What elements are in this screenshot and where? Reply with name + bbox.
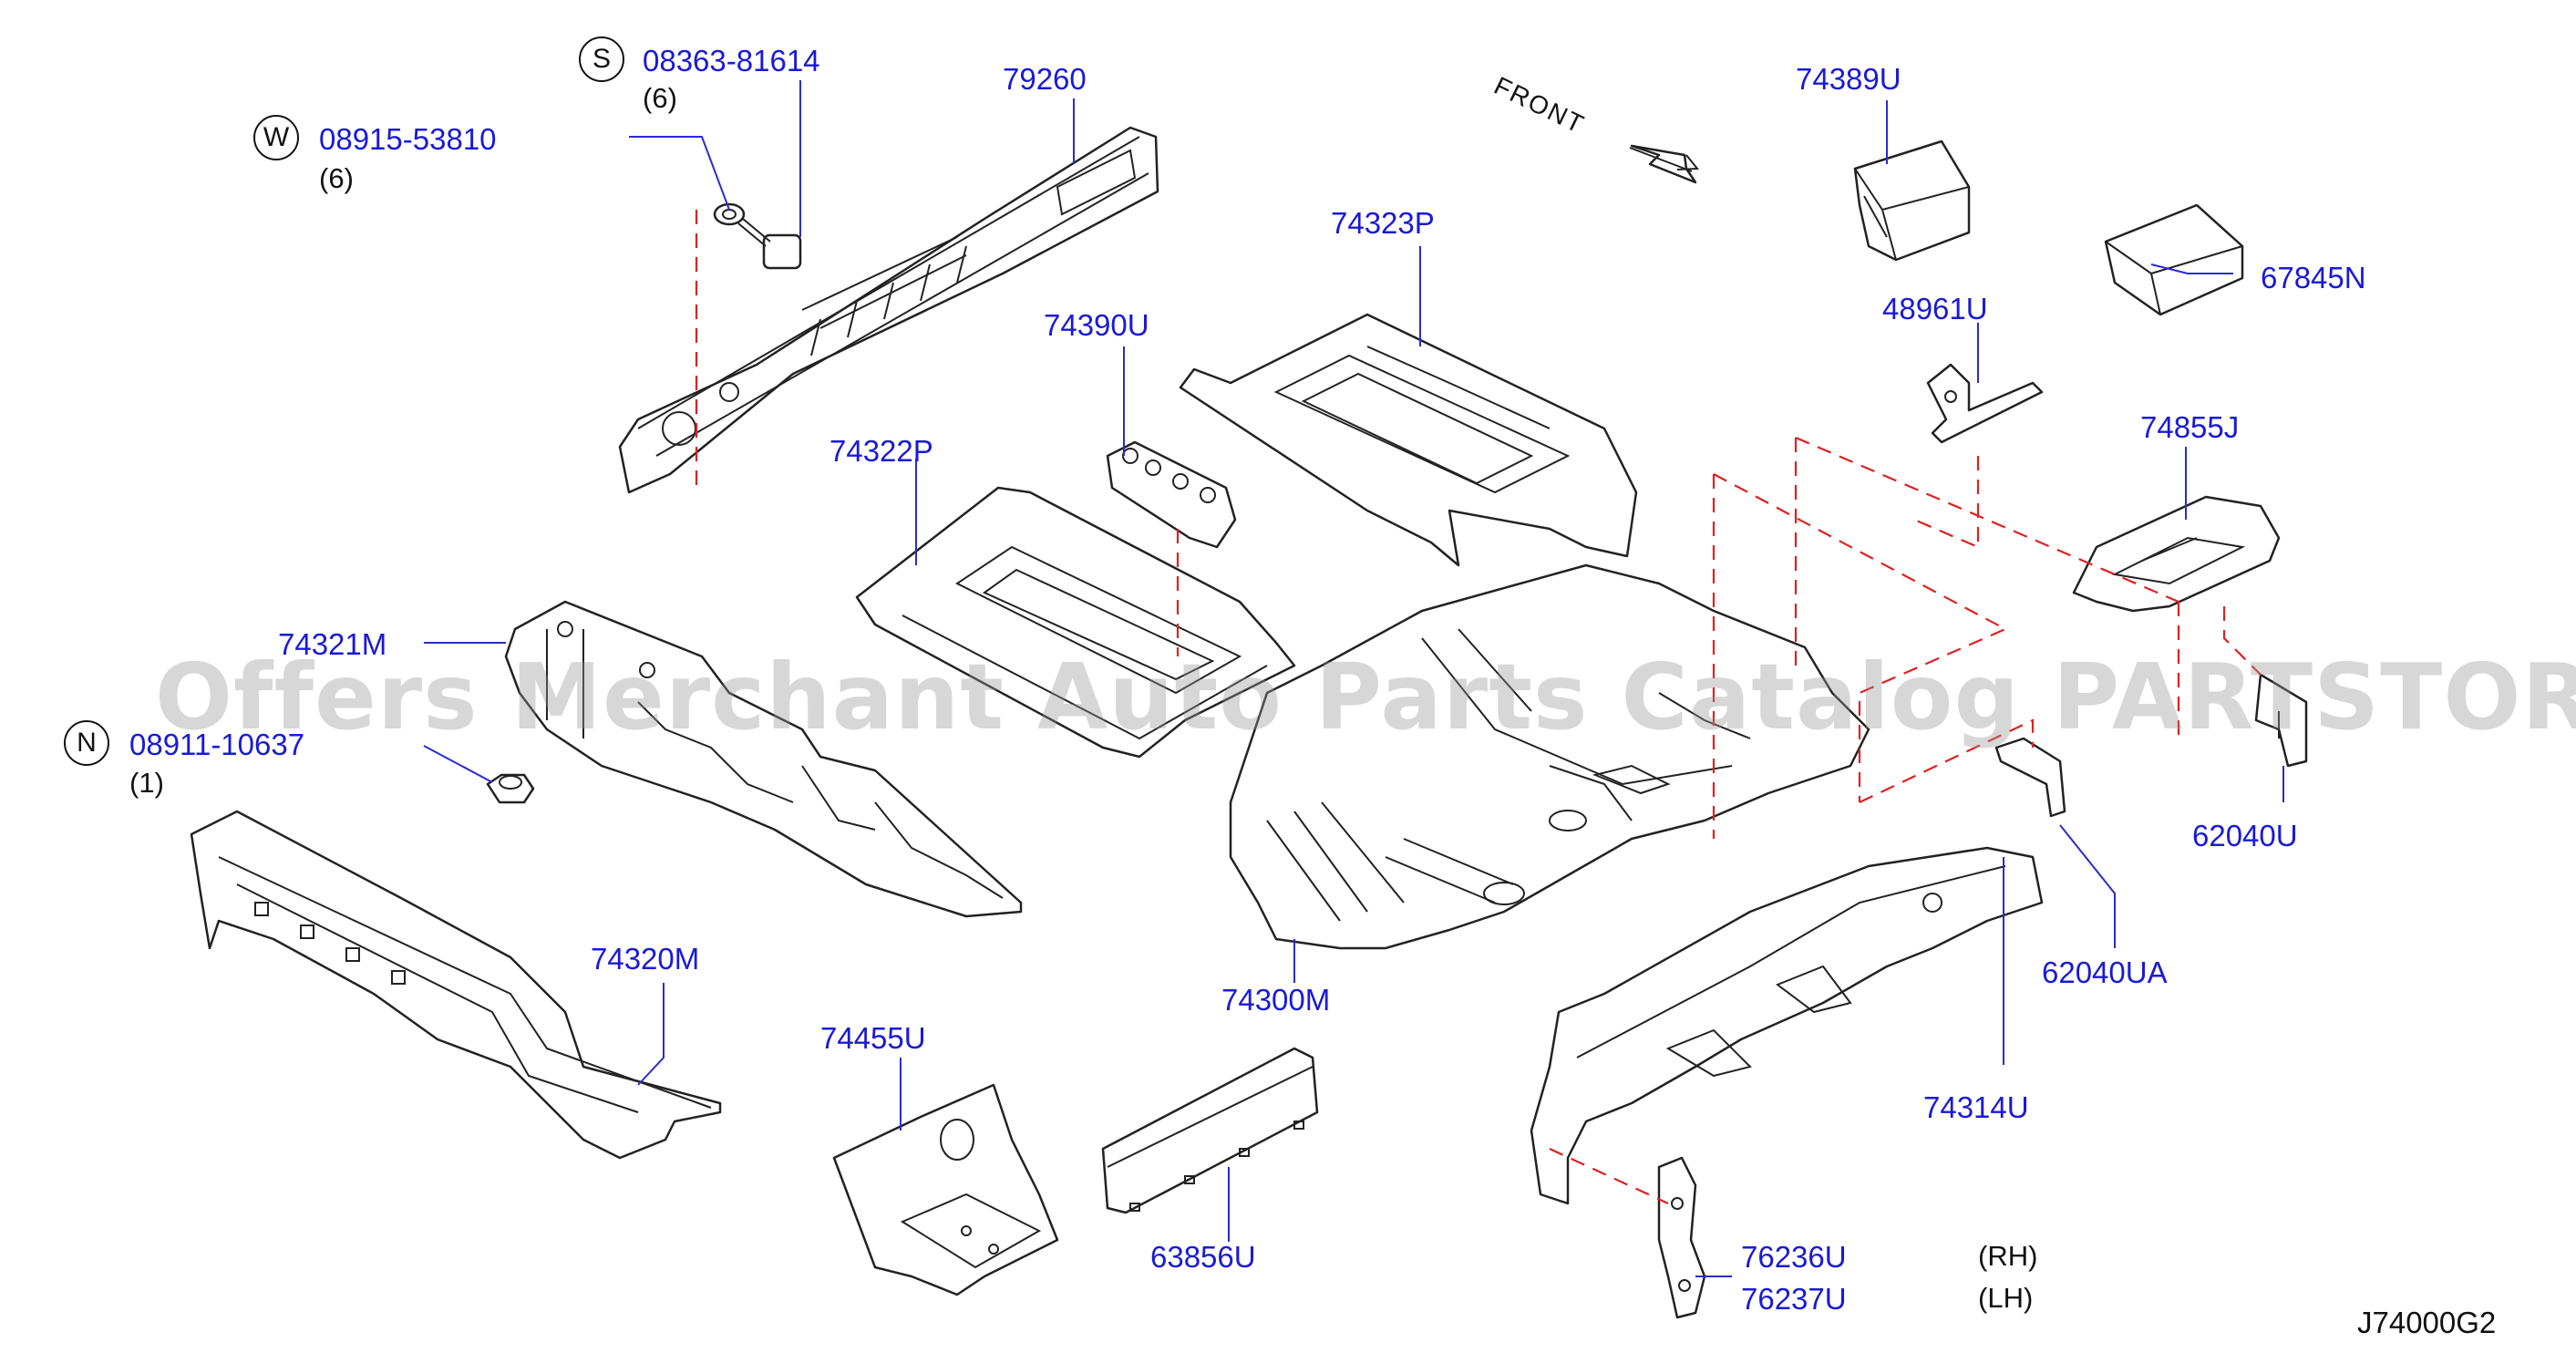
part-67845N-illustration [2104, 203, 2244, 316]
part-label-74322P[interactable]: 74322P [829, 434, 933, 468]
part-label-74390U[interactable]: 74390U [1044, 308, 1149, 342]
part-label-74314U[interactable]: 74314U [1923, 1090, 2029, 1124]
part-label-67845N[interactable]: 67845N [2261, 261, 2366, 294]
part-label-74323P[interactable]: 74323P [1331, 206, 1435, 240]
part-62040U-illustration [2254, 673, 2308, 768]
part-label-74321M[interactable]: 74321M [278, 627, 387, 661]
part-79260-illustration [618, 126, 1159, 494]
part-label-62040U[interactable]: 62040U [2192, 819, 2298, 852]
leader-lines [423, 80, 2284, 1277]
qty-label-08915-53810: (6) [319, 162, 354, 194]
side-label-rh: (RH) [1978, 1240, 2038, 1272]
part-label-74320M[interactable]: 74320M [591, 942, 700, 976]
part-label-76236U[interactable]: 76236U [1741, 1240, 1847, 1274]
qty-label-08911-10637: (1) [129, 767, 164, 799]
part-label-63856U[interactable]: 63856U [1150, 1240, 1256, 1274]
part-label-48961U[interactable]: 48961U [1882, 292, 1988, 325]
part-label-79260[interactable]: 79260 [1003, 62, 1087, 96]
front-arrow-icon [1629, 144, 1700, 184]
part-74321M-illustration [504, 600, 1023, 918]
bolt-illustration [713, 202, 802, 270]
part-74455U-illustration [832, 1083, 1059, 1296]
part-label-08911-10637[interactable]: 08911-10637 [129, 728, 305, 761]
part-label-74389U[interactable]: 74389U [1796, 62, 1901, 96]
nut-illustration [486, 773, 535, 804]
part-63856U-illustration [1101, 1047, 1319, 1214]
part-label-74855J[interactable]: 74855J [2140, 410, 2240, 444]
part-74300M-illustration [1229, 563, 1870, 950]
part-74389U-illustration [1853, 139, 1971, 262]
part-74322P-illustration [855, 486, 1296, 759]
fastener-symbol-n: N [64, 720, 109, 766]
part-label-76237U[interactable]: 76237U [1741, 1282, 1847, 1316]
fastener-symbol-s: S [579, 36, 624, 82]
part-76236U-illustration [1657, 1156, 1706, 1319]
fastener-symbol-w: W [253, 115, 299, 160]
part-62040UA-illustration [1994, 737, 2066, 818]
qty-label-08363-81614: (6) [643, 82, 677, 114]
side-label-lh: (LH) [1978, 1282, 2034, 1314]
diagram-code: J74000G2 [2357, 1306, 2497, 1339]
part-74314U-illustration [1530, 846, 2044, 1205]
dashed-guides [695, 210, 2262, 1204]
part-74390U-illustration [1106, 440, 1237, 549]
part-label-74300M[interactable]: 74300M [1221, 983, 1331, 1017]
part-label-74455U[interactable]: 74455U [820, 1021, 926, 1055]
part-label-08915-53810[interactable]: 08915-53810 [319, 122, 497, 156]
part-74323P-illustration [1179, 313, 1638, 567]
part-74320M-illustration [190, 810, 722, 1160]
part-label-62040UA[interactable]: 62040UA [2042, 955, 2168, 989]
part-label-08363-81614[interactable]: 08363-81614 [643, 44, 820, 77]
part-48961U-illustration [1926, 363, 2044, 444]
part-74855J-illustration [2072, 495, 2281, 613]
